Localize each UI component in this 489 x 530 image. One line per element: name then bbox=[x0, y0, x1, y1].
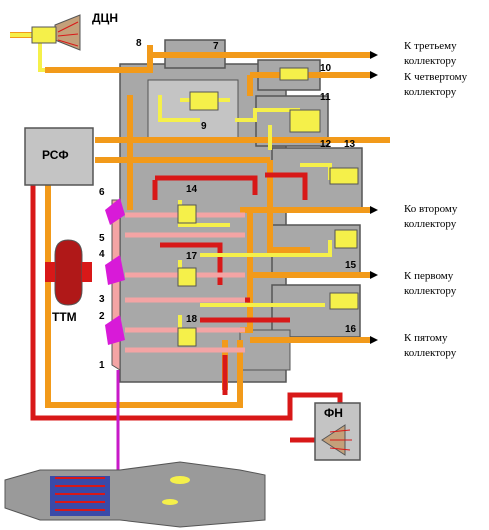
ttm-heat-exchanger bbox=[45, 239, 92, 306]
marker-17: 17 bbox=[186, 251, 198, 262]
ttm-label: ТТМ bbox=[52, 310, 77, 324]
red-fuel-lines bbox=[30, 172, 343, 443]
collector-second-line2: коллектору bbox=[404, 218, 457, 230]
valve-blocks bbox=[177, 67, 359, 347]
collector-fourth-line2: коллектору bbox=[404, 86, 457, 98]
distributor-column bbox=[105, 198, 125, 470]
marker-16: 16 bbox=[345, 324, 357, 335]
marker-1: 1 bbox=[99, 360, 105, 371]
marker-5: 5 bbox=[99, 233, 105, 244]
collector-fifth-line2: коллектору bbox=[404, 347, 457, 359]
marker-8: 8 bbox=[136, 38, 142, 49]
collector-first-line1: К первому bbox=[404, 270, 454, 282]
rsf-label: РСФ bbox=[42, 148, 69, 162]
marker-9: 9 bbox=[201, 121, 207, 132]
marker-15: 15 bbox=[345, 260, 357, 271]
marker-4: 4 bbox=[99, 249, 105, 260]
dtsn-nozzle bbox=[31, 14, 81, 51]
flow-arrows bbox=[370, 51, 378, 344]
marker-7: 7 bbox=[213, 41, 219, 52]
collector-fourth-line1: К четвертому bbox=[404, 71, 468, 83]
marker-10: 10 bbox=[320, 63, 332, 74]
fn-pump bbox=[314, 402, 361, 461]
marker-2: 2 bbox=[99, 311, 105, 322]
dtsn-label: ДЦН bbox=[92, 11, 118, 25]
collector-second-line1: Ко второму bbox=[404, 203, 458, 215]
marker-6: 6 bbox=[99, 187, 105, 198]
marker-14: 14 bbox=[186, 184, 198, 195]
collector-fifth-line1: К пятому bbox=[404, 332, 448, 344]
rsf-block bbox=[24, 127, 94, 186]
orange-fuel-lines bbox=[10, 32, 390, 408]
collector-third-line1: К третьему bbox=[404, 40, 457, 52]
marker-12: 12 bbox=[320, 139, 332, 150]
fn-label: ФН bbox=[324, 406, 343, 420]
collector-first-line2: коллектору bbox=[404, 285, 457, 297]
marker-11: 11 bbox=[320, 92, 331, 103]
collector-third-line2: коллектору bbox=[404, 55, 457, 67]
engine bbox=[4, 461, 266, 528]
marker-3: 3 bbox=[99, 294, 105, 305]
marker-13: 13 bbox=[344, 139, 356, 150]
marker-18: 18 bbox=[186, 314, 198, 325]
